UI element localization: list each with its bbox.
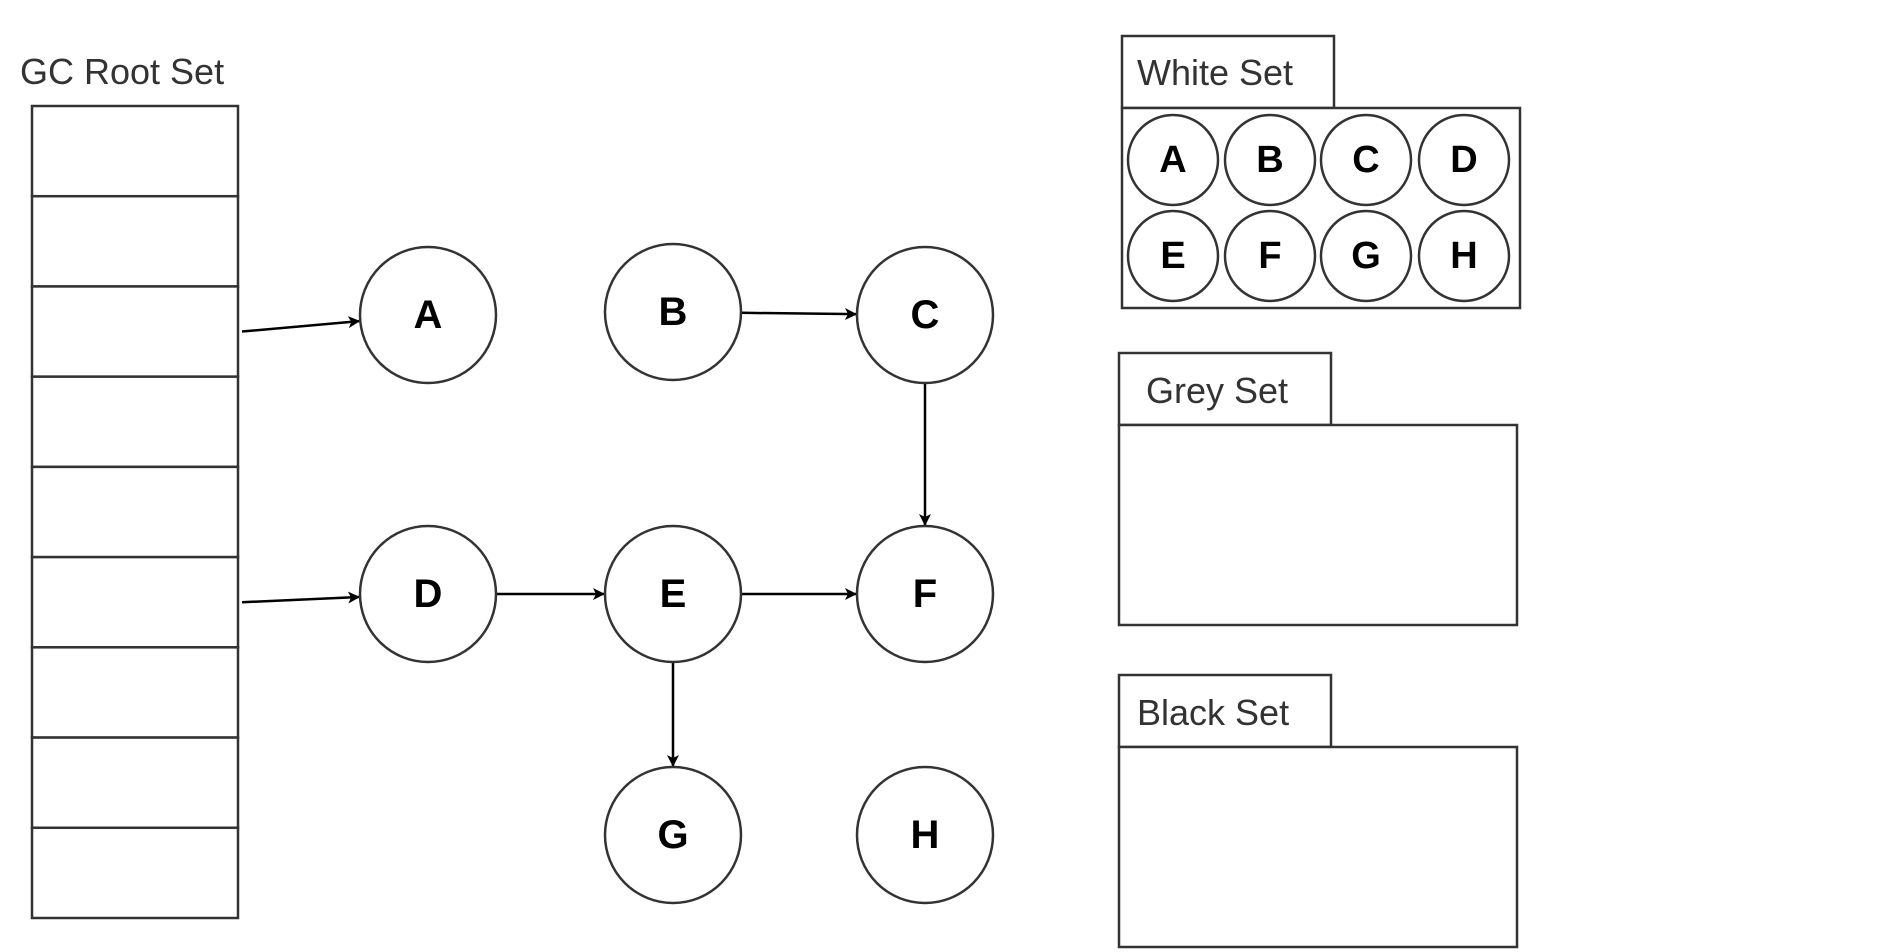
white-set-chip-f: F [1223,209,1317,303]
grey-set: Grey Set [1117,351,1519,627]
node-label: B [659,290,688,334]
root-slot-8 [30,736,240,830]
root-slot-9 [30,826,240,920]
root-set-slots [30,104,240,920]
chip-label: E [1160,235,1185,277]
chip-label: A [1159,139,1186,181]
root-slot-6 [30,555,240,649]
white-set-chip-d: D [1417,113,1511,207]
object-node-c: C [855,245,995,385]
white-set-label: White Set [1137,52,1293,93]
edge-root-slot-3-to-a [241,316,361,333]
white-set-chip-g: G [1319,209,1413,303]
chip-label: B [1256,139,1283,181]
edge-root-slot-6-to-d [241,591,361,604]
chip-label: G [1351,235,1381,277]
node-label: H [911,813,940,857]
node-label: G [657,813,688,857]
object-node-g: G [603,765,743,905]
white-set-chip-e: E [1126,209,1220,303]
white-set-members: A B C D E F G H [1126,113,1511,303]
node-label: A [414,293,443,337]
chip-label: C [1352,139,1379,181]
root-slot-7 [30,646,240,739]
white-set-chip-b: B [1223,113,1317,207]
root-slot-2 [30,194,240,288]
node-label: C [911,293,940,337]
object-node-f: F [855,524,995,664]
root-slot-5 [30,465,240,559]
root-slot-4 [30,375,240,469]
white-set-chip-c: C [1319,113,1413,207]
node-label: D [414,572,443,616]
grey-set-label: Grey Set [1146,370,1288,411]
root-slot-1 [30,104,240,198]
object-node-a: A [358,245,498,385]
chip-label: D [1450,139,1477,181]
black-set-box [1117,745,1519,949]
object-node-e: E [603,524,743,664]
reference-edges [241,308,931,767]
object-node-b: B [603,242,743,382]
black-set: Black Set [1117,673,1519,949]
node-label: F [913,572,937,616]
grey-set-box [1117,423,1519,627]
white-set-chip-a: A [1126,113,1220,207]
white-set-chip-h: H [1417,209,1511,303]
object-node-d: D [358,524,498,664]
chip-label: F [1258,235,1281,277]
black-set-label: Black Set [1137,692,1289,733]
node-label: E [660,572,687,616]
edge-b-to-c [740,308,858,321]
white-set: White Set A B C D E F G H [1120,34,1522,310]
white-set-tab [1120,34,1336,110]
root-set-label: GC Root Set [20,51,224,92]
object-node-h: H [855,765,995,905]
root-slot-3 [30,285,240,378]
chip-label: H [1450,235,1477,277]
